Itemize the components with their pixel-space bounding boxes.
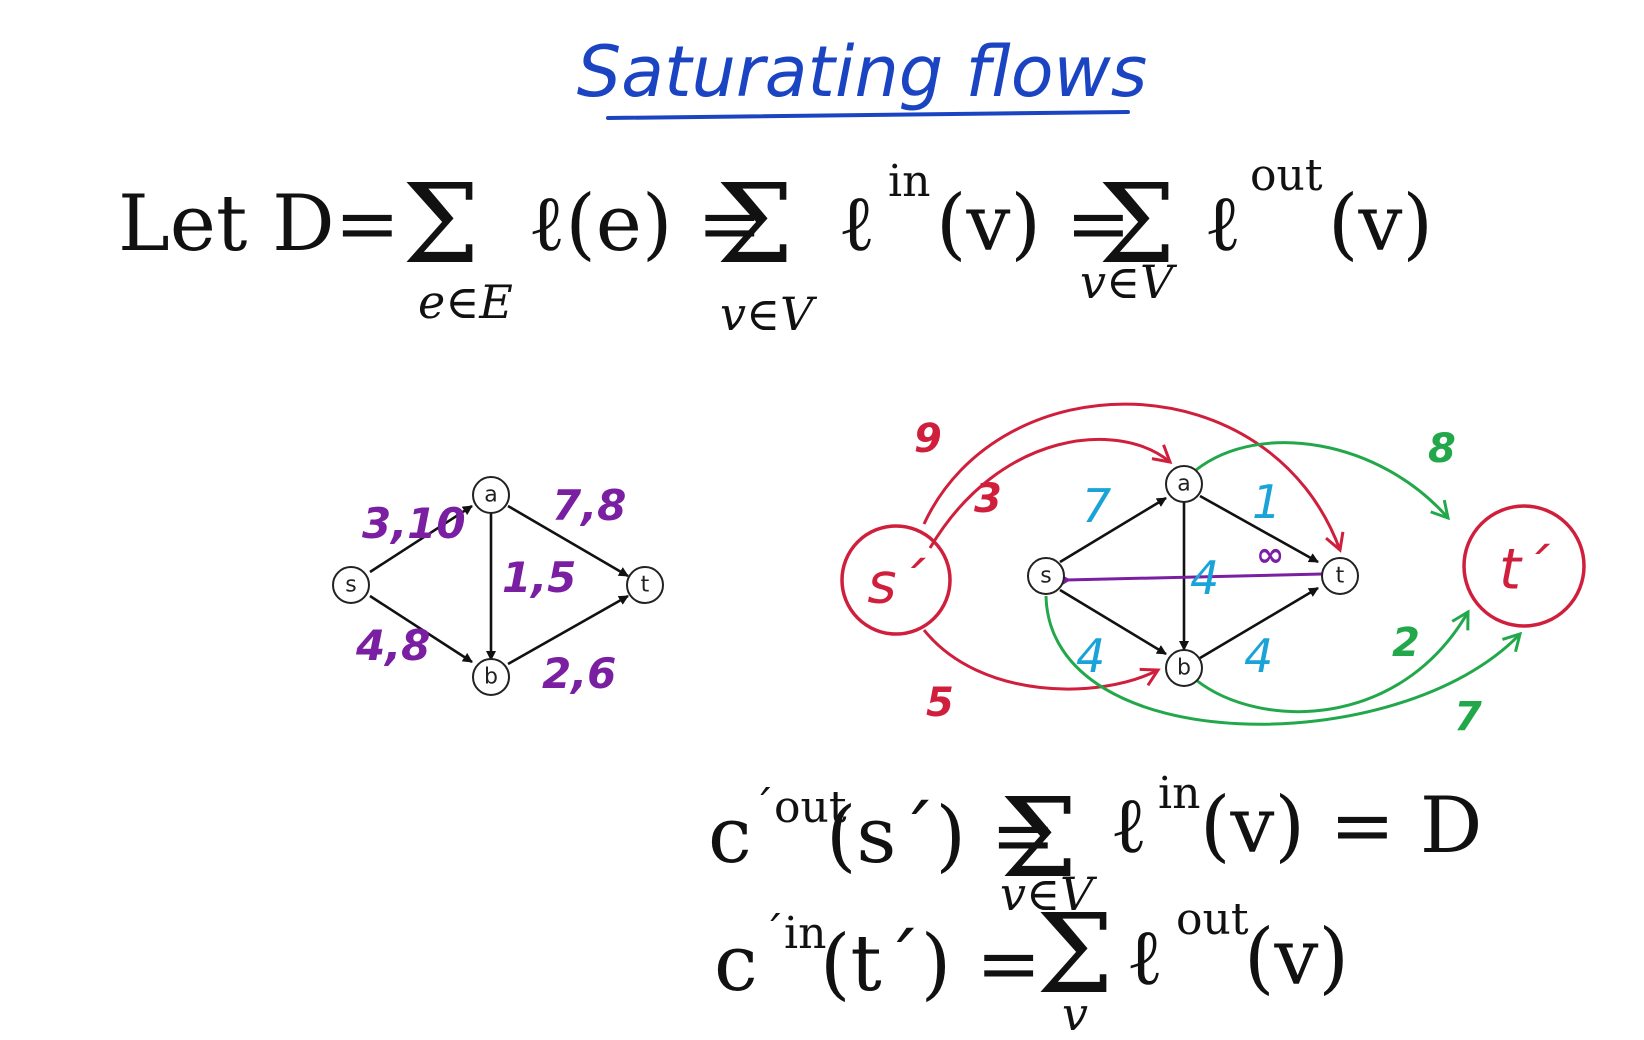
edge-b-t bbox=[507, 594, 629, 666]
eq3-term-sup: out bbox=[1176, 894, 1249, 945]
eq-term-3: ℓ bbox=[1204, 179, 1241, 269]
eq-sub-2: v∈V bbox=[720, 287, 818, 341]
edge-sprime-t bbox=[922, 402, 1345, 553]
eq-arg-3: (v) bbox=[1328, 179, 1433, 269]
eq-sup-2: in bbox=[888, 156, 930, 207]
sigma-3: Σ bbox=[1098, 160, 1176, 288]
label-s-b: 4,8 bbox=[355, 621, 430, 670]
label-b-t: 2,6 bbox=[542, 649, 616, 698]
edge-s-tprime bbox=[1044, 595, 1523, 726]
label-right-s-a: 7 bbox=[1082, 479, 1111, 533]
node-right-b: b bbox=[1165, 649, 1203, 687]
eq-sup-3: out bbox=[1250, 150, 1323, 201]
eq2-term: ℓ bbox=[1110, 781, 1147, 871]
edge-s-a bbox=[369, 504, 473, 574]
title-underline bbox=[606, 110, 1130, 120]
label-sprime-a: 3 bbox=[974, 476, 1002, 522]
eq3-term: ℓ bbox=[1126, 913, 1163, 1003]
eq-term-2: ℓ bbox=[838, 179, 875, 269]
label-s-a: 3,10 bbox=[362, 499, 466, 548]
edge-sprime-a bbox=[928, 437, 1173, 549]
eq2-lhs: c bbox=[708, 791, 752, 881]
edge-s-b bbox=[369, 594, 473, 664]
edge-a-t bbox=[507, 504, 629, 578]
title-group: Saturating flows bbox=[577, 31, 1148, 120]
node-right-b-label: b bbox=[1177, 656, 1191, 681]
node-left-a: a bbox=[472, 476, 510, 514]
eq2-sub: v∈V bbox=[1000, 867, 1098, 921]
equation-bottom: c ´out (s´) = Σ v∈V ℓ in (v) = D c ´in (… bbox=[708, 768, 1482, 1040]
node-right-a-label: a bbox=[1177, 472, 1190, 497]
graph-right: s a b t s´ t´ 9 3 5 8 2 7 7 bbox=[840, 402, 1586, 740]
eq2-term-sup: in bbox=[1158, 768, 1200, 819]
edge-right-s-a bbox=[1059, 496, 1167, 564]
sigma-2: Σ bbox=[716, 160, 794, 288]
edge-right-b-t bbox=[1199, 586, 1319, 660]
eq3-term-arg: (v) bbox=[1244, 913, 1349, 1003]
node-tprime-label: t´ bbox=[1499, 538, 1551, 603]
edge-sprime-b bbox=[922, 629, 1161, 691]
eq-lead: Let D= bbox=[118, 179, 400, 269]
label-a-b: 1,5 bbox=[502, 553, 576, 602]
eq-sub-3: v∈V bbox=[1080, 255, 1178, 309]
equation-top: Let D= Σ e∈E ℓ(e) = Σ v∈V ℓ in (v) = Σ v… bbox=[118, 150, 1433, 341]
eq-arg-2: (v) = bbox=[936, 179, 1131, 269]
label-a-t: 7,8 bbox=[552, 481, 626, 530]
node-left-s: s bbox=[332, 566, 370, 604]
eq2-sup: ´out bbox=[752, 782, 847, 833]
eq3-sup: ´in bbox=[762, 908, 826, 959]
label-sprime-b: 5 bbox=[926, 680, 954, 726]
page-title: Saturating flows bbox=[577, 31, 1148, 113]
node-sprime-label: s´ bbox=[867, 552, 926, 617]
edge-right-s-b bbox=[1059, 588, 1167, 656]
label-a-tprime: 8 bbox=[1428, 426, 1456, 472]
node-left-b-label: b bbox=[484, 665, 498, 690]
node-left-t: t bbox=[626, 566, 664, 604]
eq3-arg: (t´) = bbox=[820, 919, 1041, 1009]
eq3-sub: v bbox=[1062, 987, 1088, 1040]
eq2-sigma: Σ bbox=[1000, 774, 1078, 902]
sigma-1: Σ bbox=[402, 160, 480, 288]
edge-right-a-t bbox=[1199, 494, 1319, 564]
graph-left: s a b t 3,10 7,8 1,5 4,8 2,6 bbox=[332, 476, 664, 698]
node-sprime: s´ bbox=[840, 524, 952, 636]
node-left-s-label: s bbox=[345, 573, 356, 598]
label-t-s: ∞ bbox=[1256, 535, 1284, 575]
label-right-a-t: 1 bbox=[1252, 475, 1281, 529]
eq2-term-arg: (v) = D bbox=[1200, 781, 1482, 871]
eq2-arg: (s´) = bbox=[826, 791, 1056, 881]
eq-term-1: ℓ(e) = bbox=[528, 179, 763, 269]
label-right-s-b: 4 bbox=[1076, 629, 1105, 683]
edge-b-tprime bbox=[1195, 609, 1470, 714]
edge-a-tprime bbox=[1195, 441, 1451, 521]
node-right-t: t bbox=[1321, 557, 1359, 595]
node-left-a-label: a bbox=[484, 483, 497, 508]
node-right-s-label: s bbox=[1040, 564, 1051, 589]
node-tprime: t´ bbox=[1462, 504, 1586, 628]
eq3-lhs: c bbox=[714, 919, 758, 1009]
label-right-b-t: 4 bbox=[1244, 629, 1273, 683]
node-right-s: s bbox=[1027, 557, 1065, 595]
label-s-tprime: 7 bbox=[1454, 694, 1482, 740]
label-sprime-t: 9 bbox=[914, 416, 942, 462]
edge-t-s bbox=[1066, 574, 1323, 580]
label-b-tprime: 2 bbox=[1392, 620, 1420, 666]
label-right-a-b: 4 bbox=[1190, 551, 1219, 605]
node-left-t-label: t bbox=[641, 573, 650, 598]
node-right-a: a bbox=[1165, 465, 1203, 503]
eq3-sigma: Σ bbox=[1036, 890, 1114, 1018]
node-right-t-label: t bbox=[1336, 564, 1345, 589]
node-left-b: b bbox=[472, 658, 510, 696]
eq-sub-1: e∈E bbox=[418, 275, 513, 329]
